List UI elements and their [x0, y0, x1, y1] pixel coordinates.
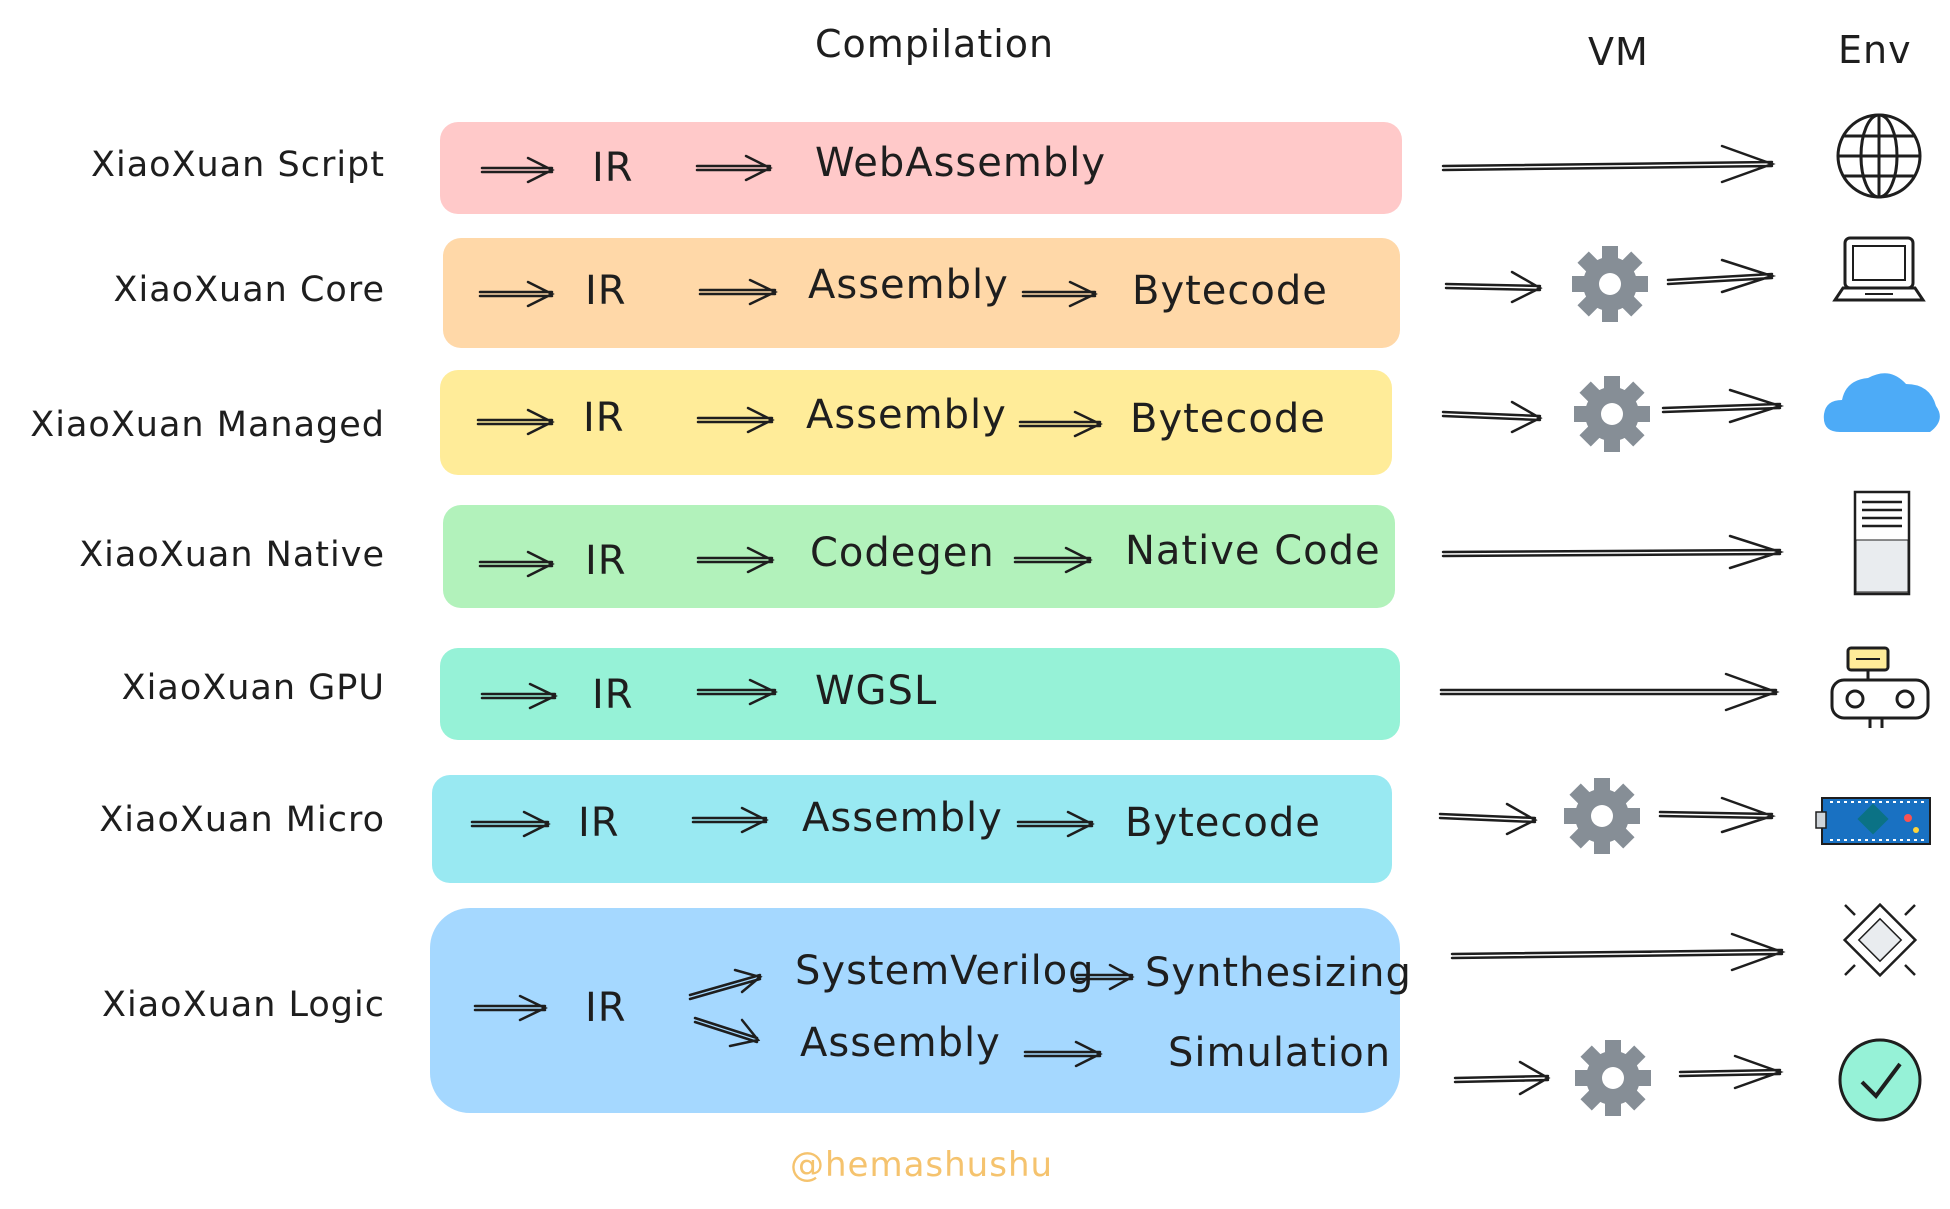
band-core — [443, 238, 1400, 348]
arrow-core-vm — [1444, 270, 1543, 304]
step-bytecode-core: Bytecode — [1132, 268, 1328, 314]
step-ir-native: IR — [585, 538, 627, 584]
step-bytecode-managed: Bytecode — [1130, 396, 1326, 442]
arrow-core-asm — [1021, 280, 1098, 308]
step-systemverilog: SystemVerilog — [795, 948, 1095, 994]
arrow-logic-vm — [1453, 1060, 1551, 1096]
step-ir-gpu: IR — [592, 672, 634, 718]
lang-label-native: XiaoXuan Native — [79, 535, 385, 575]
step-assembly-micro: Assembly — [802, 795, 1003, 841]
chip-icon — [1842, 902, 1918, 978]
arrow-core-env — [1666, 258, 1777, 294]
arrow-micro-vm — [1438, 802, 1538, 836]
band-script — [440, 122, 1402, 214]
step-assembly-core: Assembly — [808, 262, 1009, 308]
band-micro — [432, 775, 1392, 883]
gear-icon — [1574, 376, 1650, 452]
arrow-logic-env-upper — [1450, 932, 1786, 972]
arrow-logic-in — [473, 994, 548, 1022]
laptop-icon — [1832, 236, 1926, 302]
band-gpu — [440, 648, 1400, 740]
lang-label-micro: XiaoXuan Micro — [99, 800, 385, 840]
step-synthesizing: Synthesizing — [1145, 950, 1412, 996]
arrow-managed-ir — [696, 406, 775, 434]
lang-label-gpu: XiaoXuan GPU — [121, 668, 385, 708]
gear-icon — [1564, 778, 1640, 854]
step-bytecode-micro: Bytecode — [1125, 800, 1321, 846]
arrow-core-ir — [698, 278, 778, 306]
arrow-managed-env — [1661, 388, 1785, 424]
globe-icon — [1836, 113, 1922, 199]
microcontroller-board-icon — [1815, 797, 1931, 845]
arrow-managed-in — [476, 408, 555, 436]
arrow-gpu-env — [1439, 672, 1780, 712]
arrow-logic-ir-lower — [693, 1016, 761, 1048]
step-assembly-managed: Assembly — [806, 392, 1007, 438]
step-wgsl: WGSL — [815, 668, 938, 714]
band-logic — [430, 908, 1400, 1113]
step-ir-script: IR — [592, 145, 634, 191]
arrow-micro-ir — [691, 806, 769, 834]
vm-header: VM — [1588, 30, 1649, 74]
arrow-core-in — [478, 280, 555, 308]
step-ir-managed: IR — [583, 395, 625, 441]
gear-icon — [1572, 246, 1648, 322]
compilation-header: Compilation — [815, 22, 1055, 66]
arrow-micro-env — [1658, 796, 1776, 834]
step-native-code: Native Code — [1125, 528, 1381, 574]
gear-icon — [1575, 1040, 1651, 1116]
step-ir-core: IR — [585, 268, 627, 314]
lang-label-managed: XiaoXuan Managed — [30, 405, 385, 445]
step-simulation: Simulation — [1168, 1030, 1392, 1076]
arrow-native-env — [1441, 534, 1785, 570]
step-ir-micro: IR — [578, 800, 620, 846]
arrow-managed-asm — [1018, 410, 1103, 438]
checkmark-badge-icon — [1838, 1038, 1922, 1122]
arrow-script-in — [480, 156, 555, 184]
band-native — [443, 505, 1395, 608]
arrow-micro-in — [470, 810, 551, 838]
step-codegen: Codegen — [810, 530, 995, 576]
env-header: Env — [1838, 28, 1912, 72]
band-managed — [440, 370, 1392, 475]
step-ir-logic: IR — [585, 985, 627, 1031]
arrow-native-ir — [696, 546, 775, 574]
step-webassembly: WebAssembly — [815, 140, 1106, 186]
arrow-native-codegen — [1013, 546, 1093, 574]
watermark: @hemashushu — [790, 1145, 1054, 1185]
arrow-managed-vm — [1441, 400, 1543, 434]
arrow-gpu-in — [480, 682, 558, 710]
arrow-logic-ir-upper — [688, 968, 763, 1001]
robot-icon — [1830, 646, 1930, 728]
arrow-logic-sv — [1075, 963, 1135, 991]
lang-label-core: XiaoXuan Core — [113, 270, 385, 310]
arrow-script-ir — [695, 154, 773, 182]
arrow-gpu-ir — [696, 678, 778, 706]
step-assembly-logic: Assembly — [800, 1020, 1001, 1066]
arrow-micro-asm — [1016, 810, 1095, 838]
server-icon — [1853, 490, 1911, 596]
arrow-logic-asm — [1023, 1040, 1103, 1068]
lang-label-logic: XiaoXuan Logic — [102, 985, 385, 1025]
arrow-native-in — [478, 550, 555, 578]
lang-label-script: XiaoXuan Script — [91, 145, 385, 185]
cloud-icon — [1823, 373, 1940, 432]
arrow-script-env — [1441, 144, 1776, 184]
arrow-logic-env-lower — [1678, 1054, 1784, 1090]
